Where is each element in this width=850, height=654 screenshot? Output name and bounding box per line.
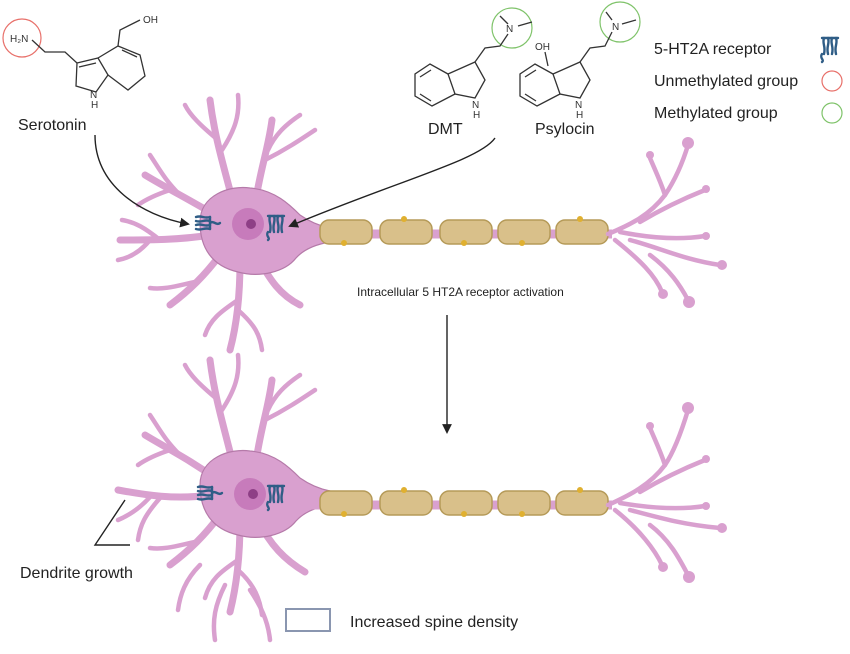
h2n-atom: H₂N <box>10 34 28 45</box>
serotonin-nh-h: H <box>91 100 98 111</box>
psylocin-methylated-marker <box>599 1 641 43</box>
bottom-axon-terminals <box>605 402 727 583</box>
dendrite-pointer <box>93 499 130 546</box>
psylocin-nh-h: H <box>576 110 583 121</box>
serotonin-label: Serotonin <box>18 117 87 134</box>
psylocin-structure: N OH N H <box>519 1 641 121</box>
spine-density-box <box>285 608 331 632</box>
psylocin-oh: OH <box>535 42 550 53</box>
psylocin-nh-n: N <box>575 100 582 111</box>
bottom-myelin <box>319 487 609 517</box>
activation-label: Intracellular 5 HT2A receptor activation <box>357 285 564 299</box>
top-nucleolus <box>246 219 256 229</box>
serotonin-nh-n: N <box>90 90 97 101</box>
top-axon-terminals <box>605 137 727 308</box>
dmt-label: DMT <box>428 121 463 138</box>
bottom-neuron <box>114 352 727 643</box>
unmethylated-marker <box>2 18 42 58</box>
legend: 5-HT2A receptor Unmethylated group Methy… <box>654 36 843 124</box>
top-neuron <box>115 92 727 354</box>
dendrite-growth-label: Dendrite growth <box>20 565 133 582</box>
dmt-nh-h: H <box>473 110 480 121</box>
psylocin-label: Psylocin <box>535 121 595 138</box>
dmt-structure: N N H <box>414 7 533 121</box>
dmt-methylated-marker <box>491 7 533 49</box>
spine-density-label: Increased spine density <box>350 614 518 631</box>
legend-methylated-label: Methylated group <box>654 105 778 122</box>
top-myelin <box>319 216 609 246</box>
legend-receptor-label: 5-HT2A receptor <box>654 41 772 58</box>
dmt-nh-n: N <box>472 100 479 111</box>
legend-receptor-icon <box>819 36 840 64</box>
psylocin-n-atom: N <box>612 22 619 33</box>
serotonin-structure: H₂N OH N H <box>2 15 158 111</box>
serotonin-arrow <box>94 134 190 228</box>
psychedelic-arrow <box>288 137 496 228</box>
legend-unmethylated-icon <box>821 70 843 92</box>
dmt-n-atom: N <box>506 24 513 35</box>
bottom-nucleolus <box>248 489 258 499</box>
serotonin-oh: OH <box>143 15 158 26</box>
legend-methylated-icon <box>821 102 843 124</box>
legend-unmethylated-label: Unmethylated group <box>654 73 798 90</box>
top-dendrites <box>115 92 318 354</box>
